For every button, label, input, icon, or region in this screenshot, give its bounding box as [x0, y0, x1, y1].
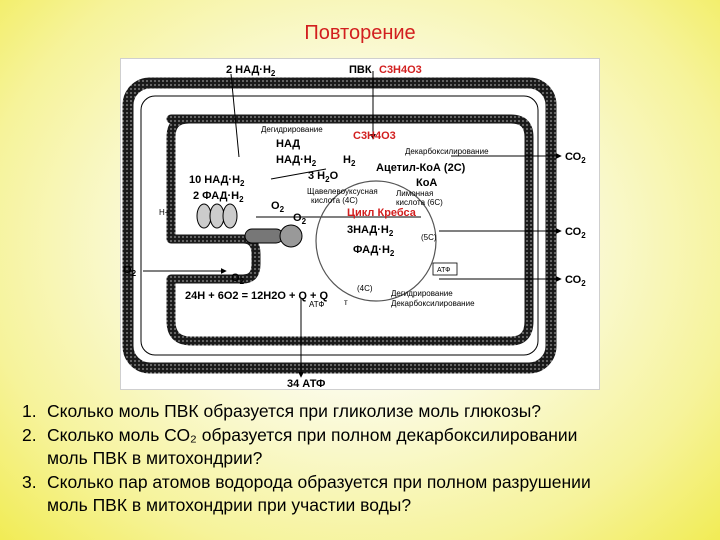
- dehydrogenation-label-2: Дегидрирование: [391, 289, 453, 298]
- decarboxylation-label: Декарбоксилирование: [405, 147, 489, 156]
- acetyl-coa-label: Ацетил-КоА (2С): [376, 162, 466, 174]
- question-text-continued: моль ПВК в митохондрии?: [47, 448, 263, 468]
- co2-label-3: СО2: [565, 274, 586, 288]
- outer-membrane: [122, 77, 557, 374]
- question-list: 1. Сколько моль ПВК образуется при глико…: [22, 400, 712, 518]
- pvk-formula-inner: С3Н4О3: [353, 130, 396, 142]
- oxaloacetate-label: Щавелевоуксусная: [307, 187, 378, 196]
- co2-label-1: СО2: [565, 151, 586, 165]
- question-text: Сколько моль ПВК образуется при гликолиз…: [47, 401, 542, 421]
- citric-label-2: кислота (6С): [396, 198, 443, 207]
- citric-label: Лимонная: [396, 189, 433, 198]
- inner-membrane: [166, 114, 534, 346]
- question-text: Сколько моль СО₂ образуется при полном д…: [47, 424, 578, 445]
- pvk-formula-top: С3Н4О3: [379, 64, 422, 76]
- fadh-label: ФАД·Н2: [353, 244, 395, 258]
- coa-label: КоА: [416, 177, 437, 189]
- fadh-2-label: 2 ФАД·Н2: [193, 190, 244, 204]
- question-text-continued: моль ПВК в митохондрии при участии воды?: [47, 495, 412, 515]
- nadh-3-label: 3НАД·Н2: [347, 224, 394, 238]
- question-number: 3.: [22, 471, 37, 492]
- dehydrogenation-label: Дегидрирование: [261, 125, 323, 134]
- oxaloacetate-label-2: кислота (4С): [311, 196, 358, 205]
- atf-box: АТФ: [432, 262, 458, 276]
- decarboxylation-label-2: Декарбоксилирование: [391, 299, 475, 308]
- o2-low-label: О2: [231, 272, 245, 286]
- mitochondria-diagram: 2 НАД·Н2 ПВК С3Н4О3 НАД НАД·Н2 Н2 3 Н2О …: [120, 58, 600, 390]
- question-item: 3. Сколько пар атомов водорода образуетс…: [22, 471, 712, 518]
- nadh-10-label: 10 НАД·Н2: [189, 174, 245, 188]
- slide-title: Повторение: [304, 22, 416, 44]
- o2-mid-label: О2: [293, 212, 307, 226]
- equation-t-label: т: [344, 298, 348, 307]
- krebs-label: Цикл Кребса: [347, 207, 417, 219]
- intermembrane-space: [140, 95, 539, 356]
- nad-label: НАД: [276, 138, 300, 150]
- h2-label: Н2: [343, 154, 356, 168]
- question-number: 1.: [22, 401, 37, 421]
- nadh-top: 2 НАД·Н2: [226, 64, 276, 78]
- equation-label: 24Н + 6О2 = 12Н2О + Q + Q: [185, 290, 329, 302]
- o2-left-label: О2: [123, 264, 137, 278]
- water-label: 3 Н2О: [308, 170, 339, 184]
- arrow-nadh-out: [230, 73, 240, 158]
- question-number: 2.: [22, 424, 37, 445]
- nadh-label: НАД·Н2: [276, 154, 317, 168]
- question-item: 2. Сколько моль СО₂ образуется при полно…: [22, 424, 712, 471]
- equation-atf-label: АТФ: [309, 300, 324, 309]
- o2-inner-label: О2: [271, 200, 285, 214]
- question-item: 1. Сколько моль ПВК образуется при глико…: [22, 400, 712, 424]
- atf-34-label: 34 АТФ: [287, 378, 325, 389]
- c5-label: (5С): [421, 233, 437, 242]
- arrow-nadh-to-chain: [270, 168, 327, 180]
- pvk-label: ПВК: [349, 64, 372, 76]
- c4-label: (4С): [357, 284, 373, 293]
- question-text: Сколько пар атомов водорода образуется п…: [47, 471, 591, 492]
- atp-synthase: [196, 203, 303, 248]
- co2-label-2: СО2: [565, 226, 586, 240]
- proton-label: Н+: [159, 208, 170, 217]
- svg-text:АТФ: АТФ: [437, 267, 451, 274]
- krebs-cycle-circle: [315, 180, 437, 302]
